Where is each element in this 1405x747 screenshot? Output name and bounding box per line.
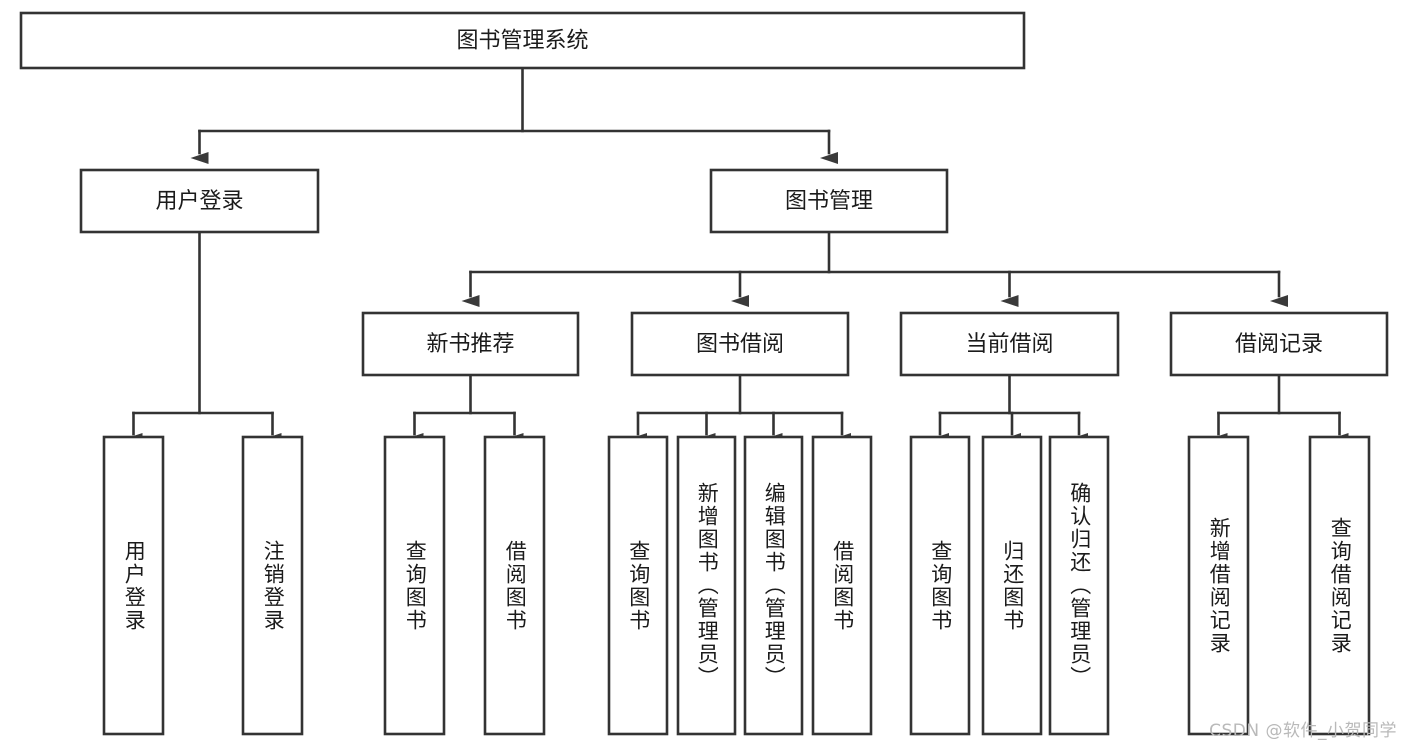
level3-node-3[interactable] xyxy=(1169,311,1389,377)
leaf-node-1[interactable] xyxy=(241,435,304,736)
level3-node-1[interactable] xyxy=(630,311,850,377)
leaf-node-7[interactable] xyxy=(811,435,873,736)
leaf-node-9[interactable] xyxy=(981,435,1043,736)
node-box-layer xyxy=(19,11,1389,736)
level3-node-label-3: 借阅记录 xyxy=(1235,332,1323,357)
leaf-node-0[interactable] xyxy=(102,435,165,736)
level3-node-label-0: 新书推荐 xyxy=(426,332,514,357)
leaf-node-4[interactable] xyxy=(607,435,669,736)
connector-layer xyxy=(124,66,1349,445)
leaf-node-8[interactable] xyxy=(909,435,971,736)
leaf-node-5[interactable] xyxy=(676,435,737,736)
level2-node-label-0: 用户登录 xyxy=(155,189,243,214)
leaf-node-10[interactable] xyxy=(1048,435,1110,736)
leaf-node-11[interactable] xyxy=(1187,435,1250,736)
level3-node-0[interactable] xyxy=(361,311,580,377)
level3-node-label-2: 当前借阅 xyxy=(965,332,1053,357)
root-node-label-0: 图书管理系统 xyxy=(456,29,588,54)
level2-node-label-1: 图书管理 xyxy=(785,189,873,214)
level3-node-2[interactable] xyxy=(899,311,1120,377)
watermark-text: CSDN @软件_小贺同学 xyxy=(1209,721,1397,741)
root-node-0[interactable] xyxy=(19,11,1026,70)
leaf-node-3[interactable] xyxy=(483,435,546,736)
level2-node-0[interactable] xyxy=(79,168,320,234)
leaf-node-2[interactable] xyxy=(383,435,446,736)
level2-node-1[interactable] xyxy=(709,168,949,234)
leaf-node-6[interactable] xyxy=(743,435,804,736)
level3-node-label-1: 图书借阅 xyxy=(696,332,784,357)
leaf-node-12[interactable] xyxy=(1308,435,1371,736)
